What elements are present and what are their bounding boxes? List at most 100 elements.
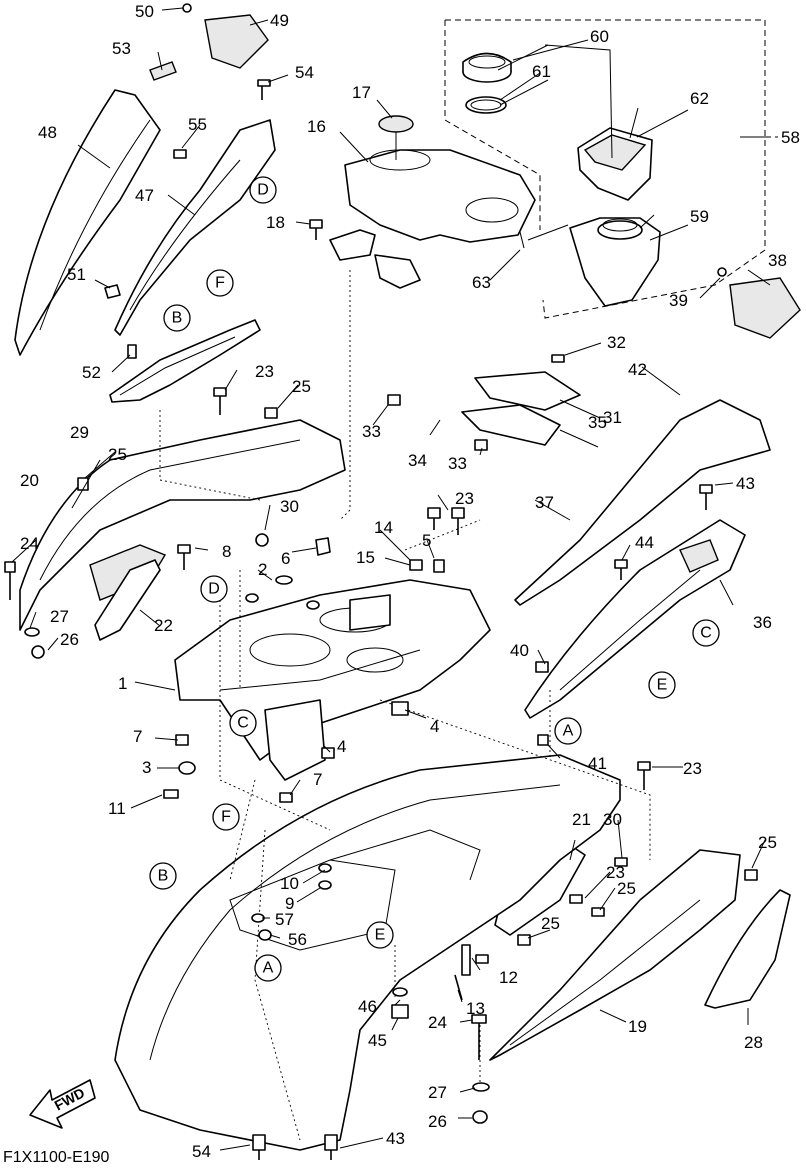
ref-marker-e: E [648, 671, 676, 699]
part-number-label: 10 [280, 874, 299, 893]
part-number-label: 1 [118, 674, 127, 693]
part-number-label: 33 [362, 422, 381, 441]
part-number-label: 25 [292, 377, 311, 396]
part-number-label: 39 [669, 291, 688, 310]
part-number-label: 62 [690, 89, 709, 108]
part-number-label: 43 [736, 474, 755, 493]
part-number-label: 2 [258, 560, 267, 579]
drawing-code: F1X1100-E190 [3, 1149, 110, 1166]
part-number-label: 47 [135, 186, 154, 205]
part-number-label: 12 [499, 968, 518, 987]
part-number-label: 6 [281, 549, 290, 568]
fasteners [4, 3, 758, 1160]
part-59-tank [569, 217, 661, 307]
part-number-label: 30 [280, 497, 299, 516]
part-number-label: 46 [358, 997, 377, 1016]
part-number-label: 61 [532, 62, 551, 81]
part-number-label: 45 [368, 1031, 387, 1050]
fwd-arrow-icon: FWD [29, 1079, 96, 1129]
part-number-label: 24 [428, 1013, 447, 1032]
part-37-right-side-cover [514, 399, 771, 606]
part-number-label: 29 [70, 423, 89, 442]
part-number-label: 26 [428, 1112, 447, 1131]
part-number-label: 21 [572, 810, 591, 829]
part-number-label: 60 [590, 27, 609, 46]
part-number-label: 23 [606, 863, 625, 882]
part-number-label: 57 [275, 910, 294, 929]
part-number-label: 27 [50, 607, 69, 626]
reference-markers: D F B D C C E A F B E A [149, 176, 720, 982]
ref-marker-label: B [172, 310, 183, 327]
part-49-bracket [204, 14, 269, 69]
part-number-label: 18 [266, 213, 285, 232]
part-number-label: 36 [753, 613, 772, 632]
part-number-label: 59 [690, 207, 709, 226]
ref-marker-f: F [206, 269, 234, 297]
part-number-label: 55 [188, 115, 207, 134]
ref-marker-label: C [237, 715, 249, 732]
leader-lines [11, 7, 771, 1151]
part-53-pad [149, 61, 177, 81]
part-22-pad [94, 559, 161, 641]
part-number-label: 33 [448, 454, 467, 473]
part-number-label: 15 [356, 548, 375, 567]
part-number-label: 49 [270, 11, 289, 30]
part-number-label: 32 [607, 333, 626, 352]
part-number-label: 4 [430, 717, 439, 736]
ref-marker-b: B [149, 862, 177, 890]
hull-deck [114, 754, 621, 1151]
part-number-label: 25 [617, 879, 636, 898]
part-number-label: 9 [285, 894, 294, 913]
part-number-label: 31 [603, 408, 622, 427]
ref-marker-label: D [257, 182, 269, 199]
part-number-label: 40 [510, 641, 529, 660]
part-number-label: 30 [603, 810, 622, 829]
part-number-label: 63 [472, 273, 491, 292]
part-36-right-panel [524, 519, 746, 719]
part-number-label: 16 [307, 117, 326, 136]
part-number-label: 17 [352, 83, 371, 102]
part-number-label: 23 [683, 759, 702, 778]
part-number-label: 28 [744, 1033, 763, 1052]
part-29-grab-rail [109, 319, 261, 403]
part-number-label: 26 [60, 630, 79, 649]
part-number-label: 4 [337, 737, 346, 756]
part-number-label: 50 [135, 2, 154, 21]
part-number-label: 51 [67, 265, 86, 284]
ref-marker-f: F [212, 803, 240, 831]
ref-marker-d: D [249, 176, 277, 204]
part-number-label: 14 [374, 518, 393, 537]
part-number-label: 20 [20, 471, 39, 490]
ref-marker-c: C [229, 709, 257, 737]
part-number-label: 25 [758, 833, 777, 852]
part-number-label: 23 [455, 489, 474, 508]
part-number-label: 5 [422, 531, 431, 550]
part-number-label: 54 [192, 1142, 211, 1161]
part-number-label: 42 [628, 360, 647, 379]
part-19-right-front-cover [489, 849, 741, 1061]
ref-marker-label: B [158, 868, 169, 885]
part-number-label: 22 [154, 616, 173, 635]
assembly-lines [159, 270, 651, 1141]
part-number-label: 25 [108, 445, 127, 464]
ref-marker-label: D [208, 581, 220, 598]
part-number-label: 25 [541, 914, 560, 933]
part-number-label: 56 [288, 930, 307, 949]
part-47-side-panel [114, 119, 276, 336]
part-number-label: 58 [781, 128, 800, 147]
part-number-label: 19 [628, 1017, 647, 1036]
ref-marker-label: E [375, 927, 386, 944]
ref-marker-label: E [657, 677, 668, 694]
part-number-label: 7 [133, 727, 142, 746]
part-number-label: 13 [466, 999, 485, 1018]
part-number-label: 34 [408, 451, 427, 470]
part-38-bracket [729, 277, 801, 339]
part-number-label: 52 [82, 363, 101, 382]
ref-marker-d: D [200, 575, 228, 603]
part-20-left-side-cover [19, 419, 346, 631]
ref-marker-e: E [366, 921, 394, 949]
part-number-label: 11 [108, 799, 126, 818]
ref-marker-c: C [692, 619, 720, 647]
part-number-label: 27 [428, 1083, 447, 1102]
